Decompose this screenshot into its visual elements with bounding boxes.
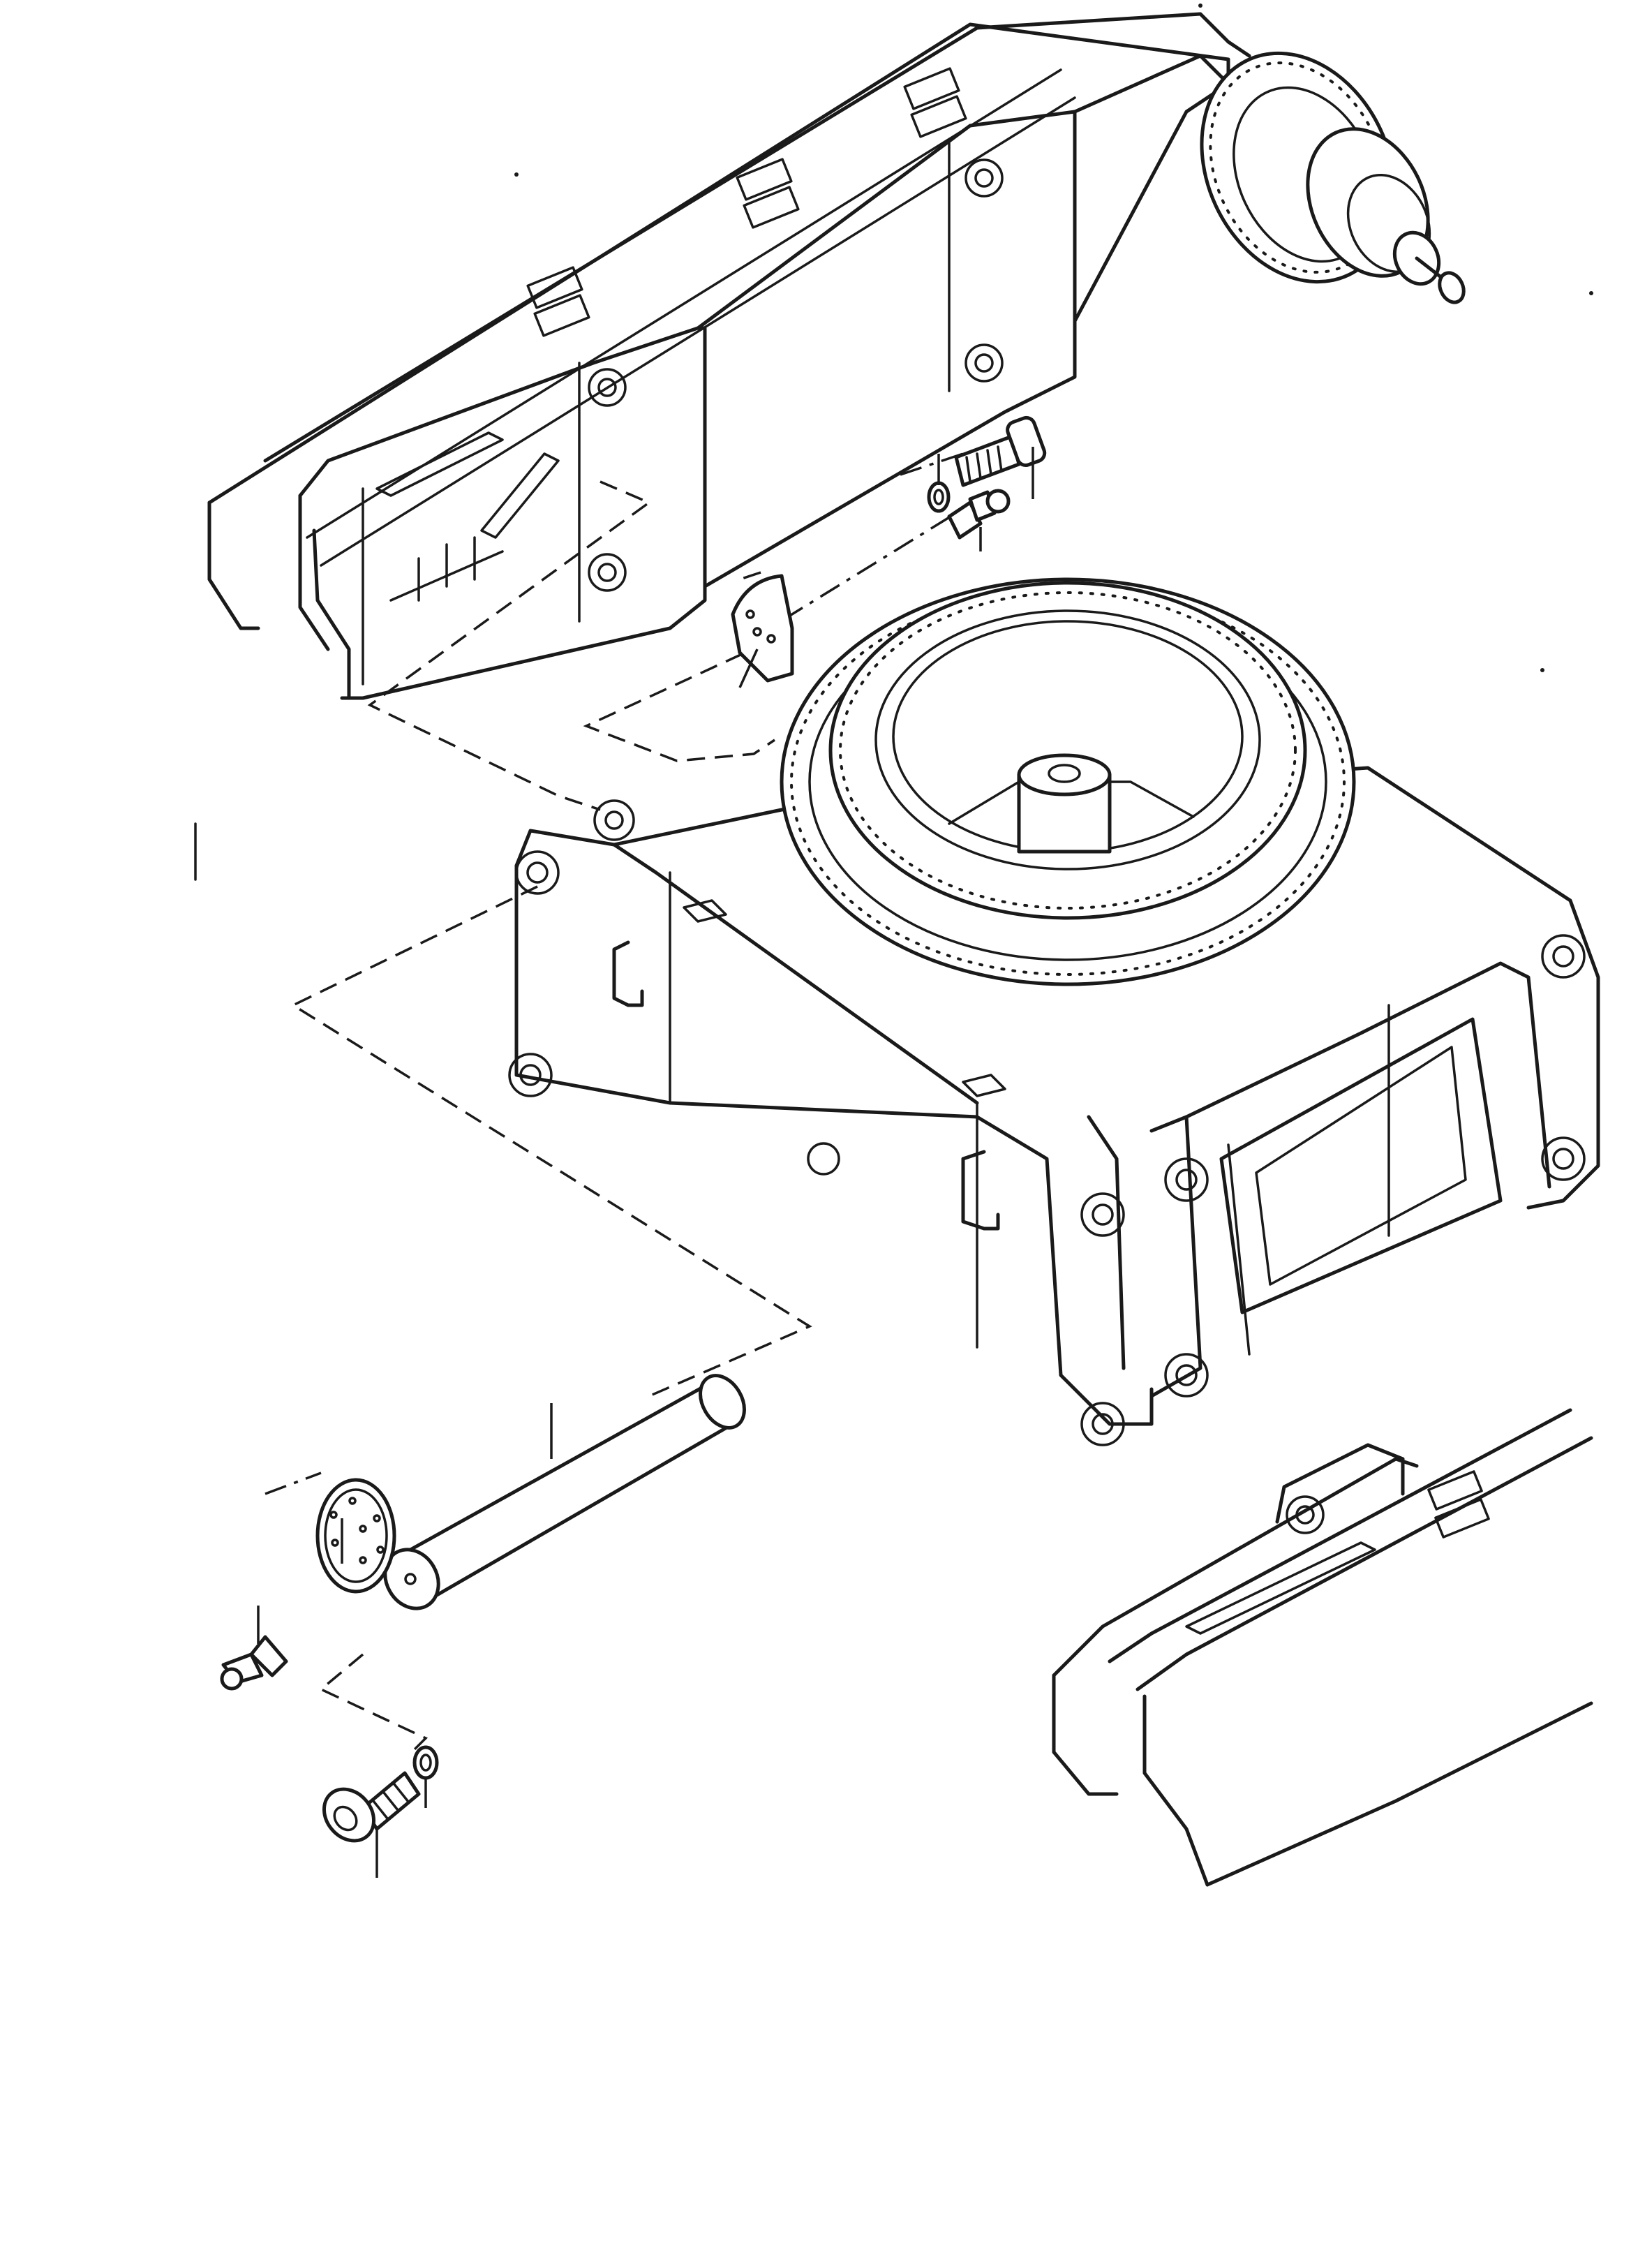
retaining-plate-upper <box>731 574 794 683</box>
wear-pad <box>526 67 967 337</box>
retaining-plate-lower <box>315 1478 396 1594</box>
cap-screw-upper <box>954 415 1047 487</box>
leader-line <box>738 648 759 688</box>
lower-arm-frame <box>1052 1408 1593 1887</box>
lock-washer-lower <box>412 1745 439 1780</box>
slewing-ring-frame <box>508 577 1600 1446</box>
assembly-lines <box>265 452 964 1754</box>
callout-leaders <box>257 447 1034 1878</box>
rear-hub <box>1200 51 1466 304</box>
cap-screw-lower <box>322 1771 421 1843</box>
lock-washer-upper <box>927 481 951 513</box>
grease-nipple-lower <box>220 1635 288 1691</box>
wear-pad <box>1427 1470 1490 1539</box>
scan-marks <box>194 3 1593 881</box>
pivot-pin <box>383 1374 746 1610</box>
grease-nipple-upper <box>947 489 1011 540</box>
